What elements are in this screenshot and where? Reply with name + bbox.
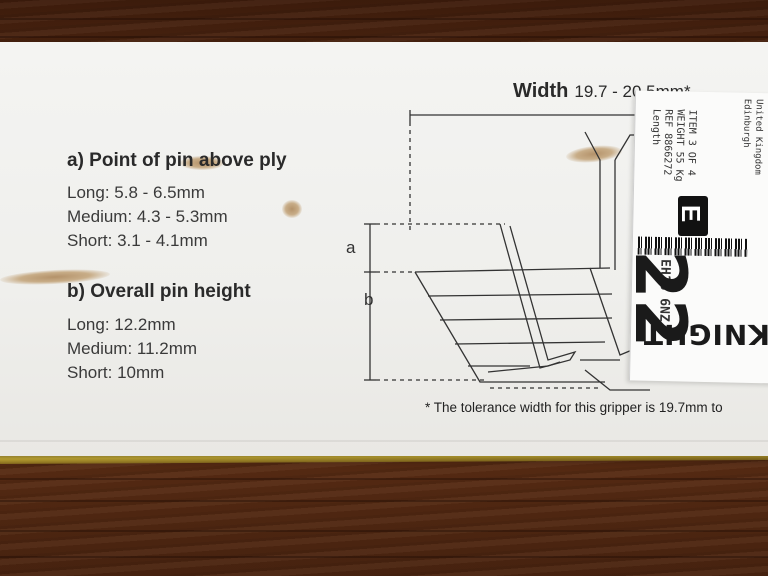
tolerance-footnote: * The tolerance width for this gripper i… bbox=[425, 400, 723, 415]
carrier-name: KNIGHT bbox=[642, 318, 768, 351]
section-b-medium: Medium: 11.2mm bbox=[67, 339, 198, 358]
dimension-label-a: a bbox=[346, 238, 356, 257]
label-reference: REF 8866272 bbox=[661, 109, 674, 176]
section-a-short: Short: 3.1 - 4.1mm bbox=[67, 231, 208, 250]
label-country: United Kingdom bbox=[752, 98, 764, 175]
box-crease bbox=[0, 440, 768, 442]
label-item: ITEM 3 OF 4 bbox=[685, 109, 698, 176]
sorter-badge: E bbox=[676, 196, 708, 236]
label-city: Edinburgh bbox=[740, 98, 752, 148]
section-a-medium: Medium: 4.3 - 5.3mm bbox=[67, 207, 228, 226]
dimension-label-b: b bbox=[364, 290, 374, 309]
cardboard-tear bbox=[282, 200, 302, 218]
label-length: Length bbox=[649, 108, 662, 146]
section-b-title: b) Overall pin height bbox=[67, 281, 251, 302]
cardboard-tear bbox=[180, 156, 224, 170]
section-a-title: a) Point of pin above ply bbox=[67, 150, 287, 171]
sorter-code: E bbox=[676, 204, 707, 223]
section-b-long: Long: 12.2mm bbox=[67, 315, 176, 334]
section-b-short: Short: 10mm bbox=[67, 363, 165, 382]
label-weight: WEIGHT 55 Kg bbox=[673, 109, 686, 182]
section-a-long: Long: 5.8 - 6.5mm bbox=[67, 183, 205, 202]
width-label: Width bbox=[513, 80, 569, 102]
